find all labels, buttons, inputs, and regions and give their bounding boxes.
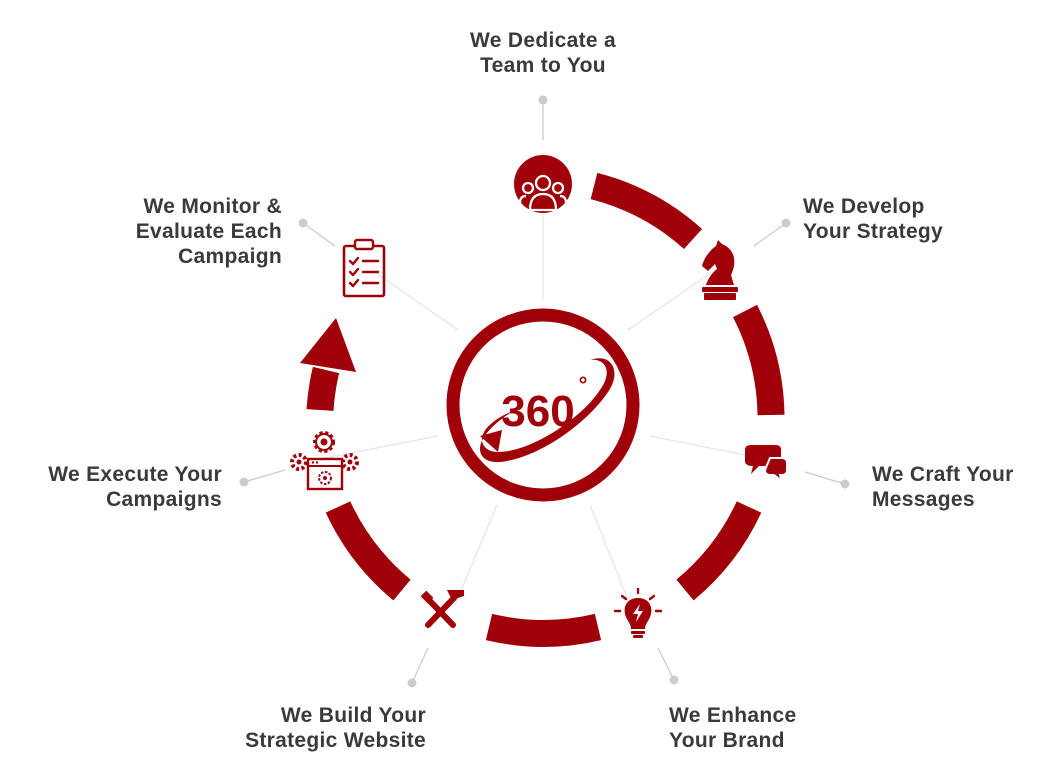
ring-segment xyxy=(590,172,703,250)
gears-browser-icon xyxy=(290,431,359,491)
center-ring xyxy=(446,308,640,502)
lightbulb-icon xyxy=(613,587,663,638)
cycle-arrowhead xyxy=(300,318,356,372)
ring-segment xyxy=(676,501,762,601)
logo-number: 360 xyxy=(501,387,574,436)
ring-segment xyxy=(325,501,411,601)
label-connector-dots xyxy=(239,95,850,688)
chat-bubbles-icon xyxy=(745,445,788,484)
ring-segment xyxy=(732,304,785,416)
label-connectors xyxy=(243,100,846,684)
step-label-enhance: We Enhance Your Brand xyxy=(669,704,797,752)
step-label-develop: We Develop Your Strategy xyxy=(803,195,944,243)
ring-segment xyxy=(485,613,602,647)
hammer-wrench-icon xyxy=(420,590,464,628)
logo-360: 360 ° xyxy=(480,358,615,463)
outer-ring xyxy=(306,172,785,647)
clipboard-checklist-icon xyxy=(342,238,386,298)
swoosh-shape xyxy=(480,358,615,463)
spokes xyxy=(324,205,761,606)
logo-degree: ° xyxy=(579,372,588,397)
team-icon xyxy=(514,155,572,213)
step-label-craft: We Craft Your Messages xyxy=(872,463,1014,511)
swoosh-arrow xyxy=(480,430,502,452)
step-label-execute: We Execute Your Campaigns xyxy=(48,463,222,511)
step-label-dedicate: We Dedicate a Team to You xyxy=(470,29,616,77)
step-label-build: We Build Your Strategic Website xyxy=(245,704,426,752)
ring-segment xyxy=(306,366,340,412)
step-label-monitor: We Monitor & Evaluate Each Campaign xyxy=(135,195,282,268)
chess-knight-icon xyxy=(702,240,738,300)
